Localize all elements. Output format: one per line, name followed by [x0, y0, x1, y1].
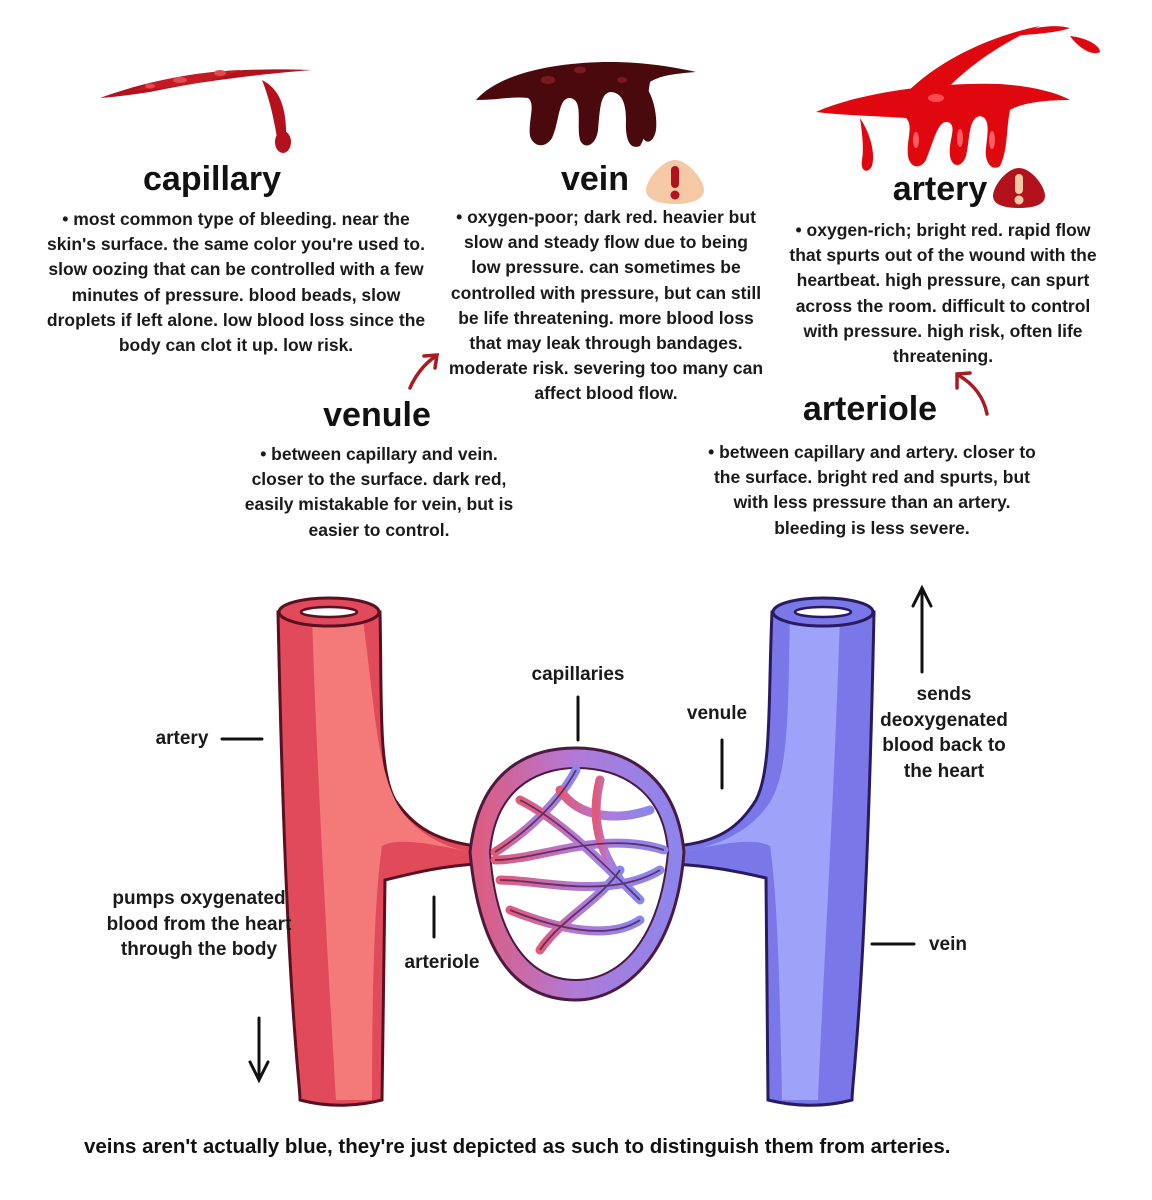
venule-label: venule	[686, 703, 748, 724]
vein-heading: vein	[560, 160, 630, 198]
footnote: veins aren't actually blue, they're just…	[84, 1135, 951, 1158]
capillary-bed	[468, 746, 686, 1002]
artery-warning-icon	[993, 168, 1045, 208]
up-arrow	[911, 584, 933, 674]
artery-function-note: pumps oxygenated blood from the heart th…	[106, 888, 292, 960]
circulation-diagram	[220, 584, 933, 1107]
vein-description: • oxygen-poor; dark red. heavier but slo…	[448, 207, 764, 404]
vein-function-note: sends deoxygenated blood back to the hea…	[880, 684, 1008, 782]
venule-description: • between capillary and vein. closer to …	[244, 444, 514, 540]
vein-label: vein	[928, 934, 968, 955]
artery-blood-spurt-illustration	[816, 26, 1100, 171]
capillary-description: • most common type of bleeding. near the…	[46, 209, 426, 356]
vein-blood-pool-illustration	[476, 62, 696, 147]
vein-warning-icon	[646, 160, 704, 204]
arteriole-heading: arteriole	[802, 390, 938, 428]
venule-to-vein-arrow	[408, 353, 440, 390]
venule-heading: venule	[323, 396, 431, 434]
artery-label: artery	[155, 728, 209, 749]
arteriole-label: arteriole	[404, 952, 480, 973]
capillary-heading: capillary	[143, 160, 281, 198]
vein-vessel	[672, 596, 876, 1107]
artery-heading: artery	[892, 170, 988, 208]
artery-vessel	[276, 596, 480, 1107]
down-arrow	[248, 1016, 270, 1084]
capillary-blood-drop-illustration	[100, 69, 312, 153]
arteriole-description: • between capillary and artery. closer t…	[708, 442, 1036, 538]
arteriole-to-artery-arrow	[955, 371, 989, 416]
capillaries-label: capillaries	[531, 664, 625, 685]
artery-description: • oxygen-rich; bright red. rapid flow th…	[789, 220, 1097, 367]
diagram-leader-lines	[220, 695, 916, 946]
